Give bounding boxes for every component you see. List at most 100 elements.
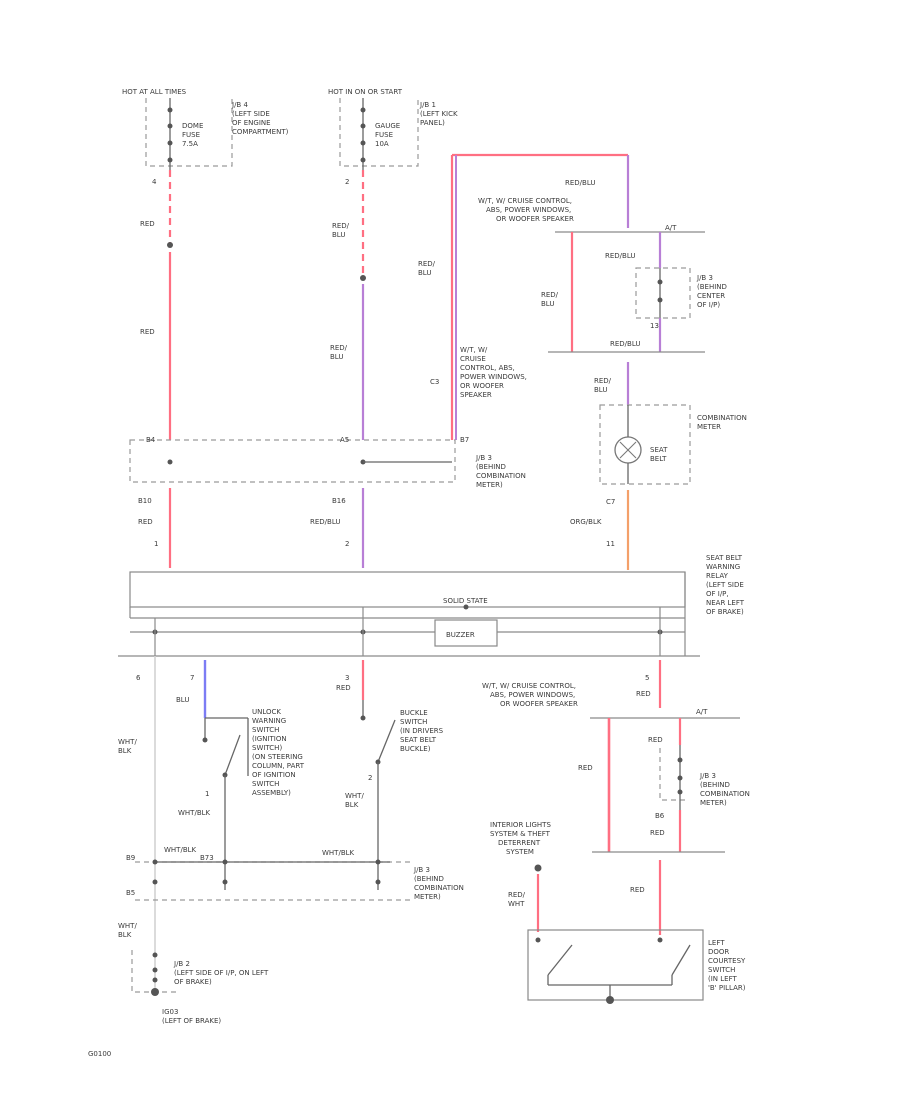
at-label: A/T bbox=[696, 708, 708, 716]
pin-label: B9 bbox=[126, 854, 135, 862]
jb3-location: OF I/P) bbox=[697, 301, 720, 309]
courtesy-switch-label: DOOR bbox=[708, 948, 729, 956]
connector-node bbox=[167, 459, 173, 465]
interior-label: SYSTEM & THEFT bbox=[490, 830, 551, 838]
pin-label: 4 bbox=[152, 178, 157, 186]
relay-name: WARNING bbox=[706, 563, 740, 571]
wire-color-label: RED/BLU bbox=[310, 518, 341, 526]
relay-location: OF I/P, bbox=[706, 590, 729, 598]
pin-label: B5 bbox=[126, 889, 135, 897]
fuse-node bbox=[167, 123, 173, 129]
pin-label: 11 bbox=[606, 540, 615, 548]
wire-color-label: RED/ bbox=[508, 891, 526, 899]
fuse-node bbox=[167, 140, 173, 146]
unlock-switch-label: SWITCH) bbox=[252, 744, 282, 752]
courtesy-switch-label: SWITCH bbox=[708, 966, 735, 974]
unlock-switch-label: ASSEMBLY) bbox=[252, 789, 291, 797]
wire-color-label: RED/ bbox=[332, 222, 350, 230]
meter-enclosure bbox=[599, 404, 691, 485]
wire-color-label: WHT/ bbox=[118, 738, 137, 746]
connector-node bbox=[677, 775, 683, 781]
pin-label: 1 bbox=[154, 540, 158, 548]
courtesy-switch-label: LEFT bbox=[708, 939, 725, 947]
connector-node bbox=[677, 757, 683, 763]
unlock-switch-label: (ON STEERING bbox=[252, 753, 303, 761]
left-door-courtesy-switch: LEFT DOOR COURTESY SWITCH (IN LEFT 'B' P… bbox=[527, 929, 746, 1004]
connector-node bbox=[152, 977, 158, 983]
jb4-location: OF ENGINE bbox=[232, 119, 271, 127]
wire-wht-blk-left: WHT/ BLK WHT/ BLK bbox=[118, 656, 156, 990]
cruise-note: CONTROL, ABS, bbox=[460, 364, 515, 372]
courtesy-switch-box bbox=[527, 929, 704, 1001]
wire-color-label: RED/ bbox=[541, 291, 559, 299]
switch-contact bbox=[535, 937, 541, 943]
jb1-enclosure bbox=[339, 98, 419, 167]
wire-upper-right-branch: A/T RED/BLU RED/ BLU J/B 3 (BEHIND CENTE… bbox=[541, 224, 727, 405]
relay-location: OF BRAKE) bbox=[706, 608, 744, 616]
wire-color-label: RED/ bbox=[594, 377, 612, 385]
relay-box bbox=[129, 571, 686, 608]
buckle-switch-label: BUCKLE bbox=[400, 709, 428, 717]
pin-label: 2 bbox=[368, 774, 372, 782]
wire-color-label: WHT/ bbox=[345, 792, 364, 800]
dome-fuse-label: FUSE bbox=[182, 131, 200, 139]
wire-color-label: RED/ bbox=[330, 344, 348, 352]
seat-belt-label: BELT bbox=[650, 455, 667, 463]
ground-icon bbox=[606, 996, 614, 1004]
jb1-location: (LEFT KICK bbox=[420, 110, 458, 118]
fuse-node bbox=[167, 157, 173, 163]
jb2-enclosure bbox=[131, 950, 178, 993]
cruise-note: OR WOOFER SPEAKER bbox=[500, 700, 578, 708]
pin-label: 6 bbox=[136, 674, 141, 682]
jb2-location: OF BRAKE) bbox=[174, 978, 212, 986]
wire-color-label: WHT/BLK bbox=[322, 849, 355, 857]
jb3-location: COMBINATION bbox=[476, 472, 526, 480]
jb1-location: PANEL) bbox=[420, 119, 445, 127]
buckle-switch-label: (IN DRIVERS bbox=[400, 727, 444, 735]
seat-belt-warning-relay: SOLID STATE BUZZER SEAT BELT WARNING REL… bbox=[118, 554, 745, 682]
pin-label: 13 bbox=[650, 322, 659, 330]
wire-color-label: BLU bbox=[332, 231, 345, 239]
connector-node bbox=[152, 967, 158, 973]
splice-node bbox=[360, 275, 366, 281]
wire-redblu-middle: RED/ BLU RED/ BLU bbox=[330, 170, 366, 440]
wire-color-label: RED/BLU bbox=[610, 340, 641, 348]
supply-label-hot-on-start: HOT IN ON OR START bbox=[328, 88, 403, 96]
wire-color-label: WHT bbox=[508, 900, 525, 908]
buckle-switch-label: SEAT BELT bbox=[400, 736, 437, 744]
interior-label: SYSTEM bbox=[506, 848, 534, 856]
unlock-switch-label: SWITCH bbox=[252, 726, 279, 734]
jb3-location: (BEHIND bbox=[700, 781, 730, 789]
pin-label: B16 bbox=[332, 497, 346, 505]
relay-location: (LEFT SIDE bbox=[706, 581, 744, 589]
unlock-switch-label: COLUMN, PART bbox=[252, 762, 305, 770]
wire-color-label: RED bbox=[578, 764, 593, 772]
wire-color-label: WHT/BLK bbox=[178, 809, 211, 817]
ground-label: IG03 bbox=[162, 1008, 178, 1016]
connector-node bbox=[152, 879, 158, 885]
relay-node bbox=[463, 604, 469, 610]
cruise-note: OR WOOFER bbox=[460, 382, 504, 390]
buckle-switch-label: SWITCH bbox=[400, 718, 427, 726]
wire-color-label: RED bbox=[636, 690, 651, 698]
unlock-switch-label: SWITCH bbox=[252, 780, 279, 788]
jb2-ground: J/B 2 (LEFT SIDE OF I/P, ON LEFT OF BRAK… bbox=[131, 950, 269, 1025]
jb3-location: METER) bbox=[700, 799, 727, 807]
supply-label-hot-all-times: HOT AT ALL TIMES bbox=[122, 88, 187, 96]
wire-color-label: WHT/ bbox=[118, 922, 137, 930]
lamp-cross bbox=[619, 441, 637, 459]
wire-color-label: RED bbox=[140, 328, 155, 336]
buzzer-box bbox=[434, 619, 498, 647]
wire-color-label: RED bbox=[630, 886, 645, 894]
wire-color-label: RED/BLU bbox=[565, 179, 596, 187]
switch-blade bbox=[224, 734, 241, 776]
switch-contact bbox=[202, 737, 208, 743]
wire-color-label: RED/ bbox=[418, 260, 436, 268]
switch-contact bbox=[657, 937, 663, 943]
courtesy-switch-label: (IN LEFT bbox=[708, 975, 737, 983]
unlock-switch-label: (IGNITION bbox=[252, 735, 287, 743]
wire-color-label: BLU bbox=[418, 269, 431, 277]
connector-node bbox=[677, 789, 683, 795]
seat-belt-label: SEAT bbox=[650, 446, 668, 454]
pin-label: 5 bbox=[645, 674, 649, 682]
